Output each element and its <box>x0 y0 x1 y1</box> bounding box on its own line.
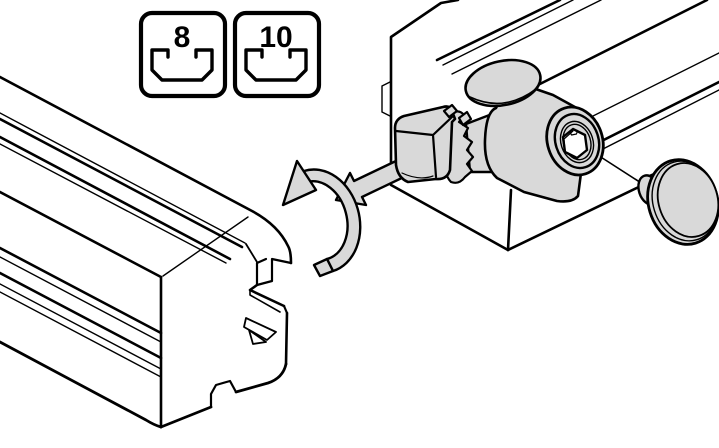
badge-size-label: 10 <box>259 21 292 54</box>
end-face-slot-cavity <box>243 243 293 345</box>
t-nut-hammer-head <box>393 103 473 184</box>
badge-frame <box>232 10 322 99</box>
connector-flange <box>545 105 605 177</box>
badge-frame <box>138 10 228 99</box>
gray-parts <box>281 58 719 278</box>
rotation-arrow-head <box>281 159 318 207</box>
t-slot-profile-icon <box>244 48 308 82</box>
badge-size-label: 8 <box>174 21 191 54</box>
rotation-arrow <box>281 159 362 278</box>
badge-slot-8: 8 <box>138 10 228 99</box>
badge-slot-10: 10 <box>232 10 322 99</box>
cover-cap <box>637 158 719 246</box>
connector-boss <box>464 58 542 108</box>
hex-socket <box>561 127 589 160</box>
slot-size-badges: 8 10 <box>138 10 322 99</box>
t-nut-tab <box>457 110 473 127</box>
left-profile-bar <box>0 75 293 429</box>
t-nut-tab <box>442 103 459 119</box>
t-slot-profile-icon <box>150 48 214 82</box>
